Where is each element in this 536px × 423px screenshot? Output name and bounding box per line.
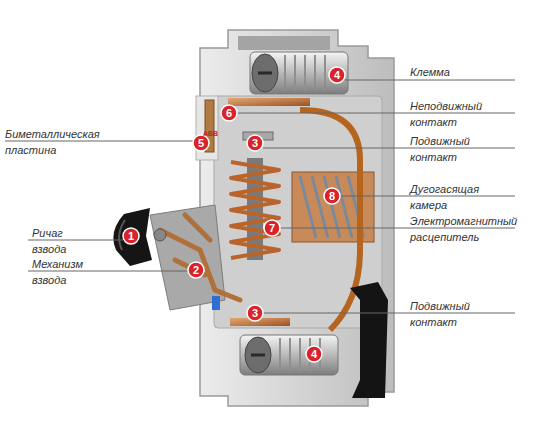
callout-circle: 4: [305, 345, 323, 363]
lever: [113, 208, 152, 266]
fixed-contact: [228, 98, 310, 106]
callout-disc: [264, 220, 280, 236]
callout-circle: 4: [328, 66, 346, 84]
part-label: Дугогасящая камера: [410, 181, 479, 213]
callout-circle: 2: [187, 261, 205, 279]
copper-conductor: [300, 110, 360, 330]
callout-circle: 1: [122, 227, 140, 245]
part-label: Подвижный контакт: [410, 133, 470, 165]
callout-circle: 6: [220, 104, 238, 122]
leader-line: [5, 80, 515, 313]
callout-disc: [247, 135, 263, 151]
callout-disc: [306, 346, 322, 362]
callout-number: 6: [220, 104, 238, 122]
callout-number: 7: [263, 219, 281, 237]
callout-number: 4: [328, 66, 346, 84]
din-clip: [350, 282, 388, 398]
callout-circle: 7: [263, 219, 281, 237]
lever-pivot: [154, 229, 166, 241]
callout-disc: [221, 105, 237, 121]
callout-circle: 3: [246, 304, 264, 322]
terminal-screw: [245, 337, 271, 373]
blue-part: [212, 296, 220, 310]
callout-disc: [329, 67, 345, 83]
callout-disc: [193, 135, 209, 151]
callout-circle: 3: [246, 134, 264, 152]
brand-logo: ABB: [203, 130, 218, 138]
housing-slot: [238, 36, 330, 50]
part-label: Клемма: [410, 64, 450, 80]
top-terminal: [250, 52, 348, 94]
callout-number: 3: [246, 134, 264, 152]
terminal-thread: [285, 55, 325, 91]
callout-disc: [123, 228, 139, 244]
coil-spring: [231, 162, 279, 258]
part-label: Неподвижный контакт: [410, 98, 482, 130]
terminal-screw: [252, 54, 278, 92]
callout-disc: [247, 305, 263, 321]
callout-number: 3: [246, 304, 264, 322]
part-label: Электромагнитный расцепитель: [410, 213, 517, 245]
callout-circle: 8: [323, 187, 341, 205]
part-label: Ричаг взвода: [32, 225, 66, 257]
callout-number: 8: [323, 187, 341, 205]
mechanism-link: [160, 215, 240, 300]
screw-slot: [258, 72, 272, 75]
bottom-terminal: [240, 335, 338, 375]
housing: [200, 30, 394, 406]
callout-disc: [188, 262, 204, 278]
callout-number: 4: [305, 345, 323, 363]
screw-slot: [251, 354, 265, 357]
part-label: Механизм взвода: [32, 256, 83, 288]
part-label: Биметаллическая пластина: [5, 126, 100, 158]
callout-number: 2: [187, 261, 205, 279]
part-label: Подвижный контакт: [410, 298, 470, 330]
callout-disc: [324, 188, 340, 204]
callout-number: 1: [122, 227, 140, 245]
arc-plates: [300, 176, 364, 238]
